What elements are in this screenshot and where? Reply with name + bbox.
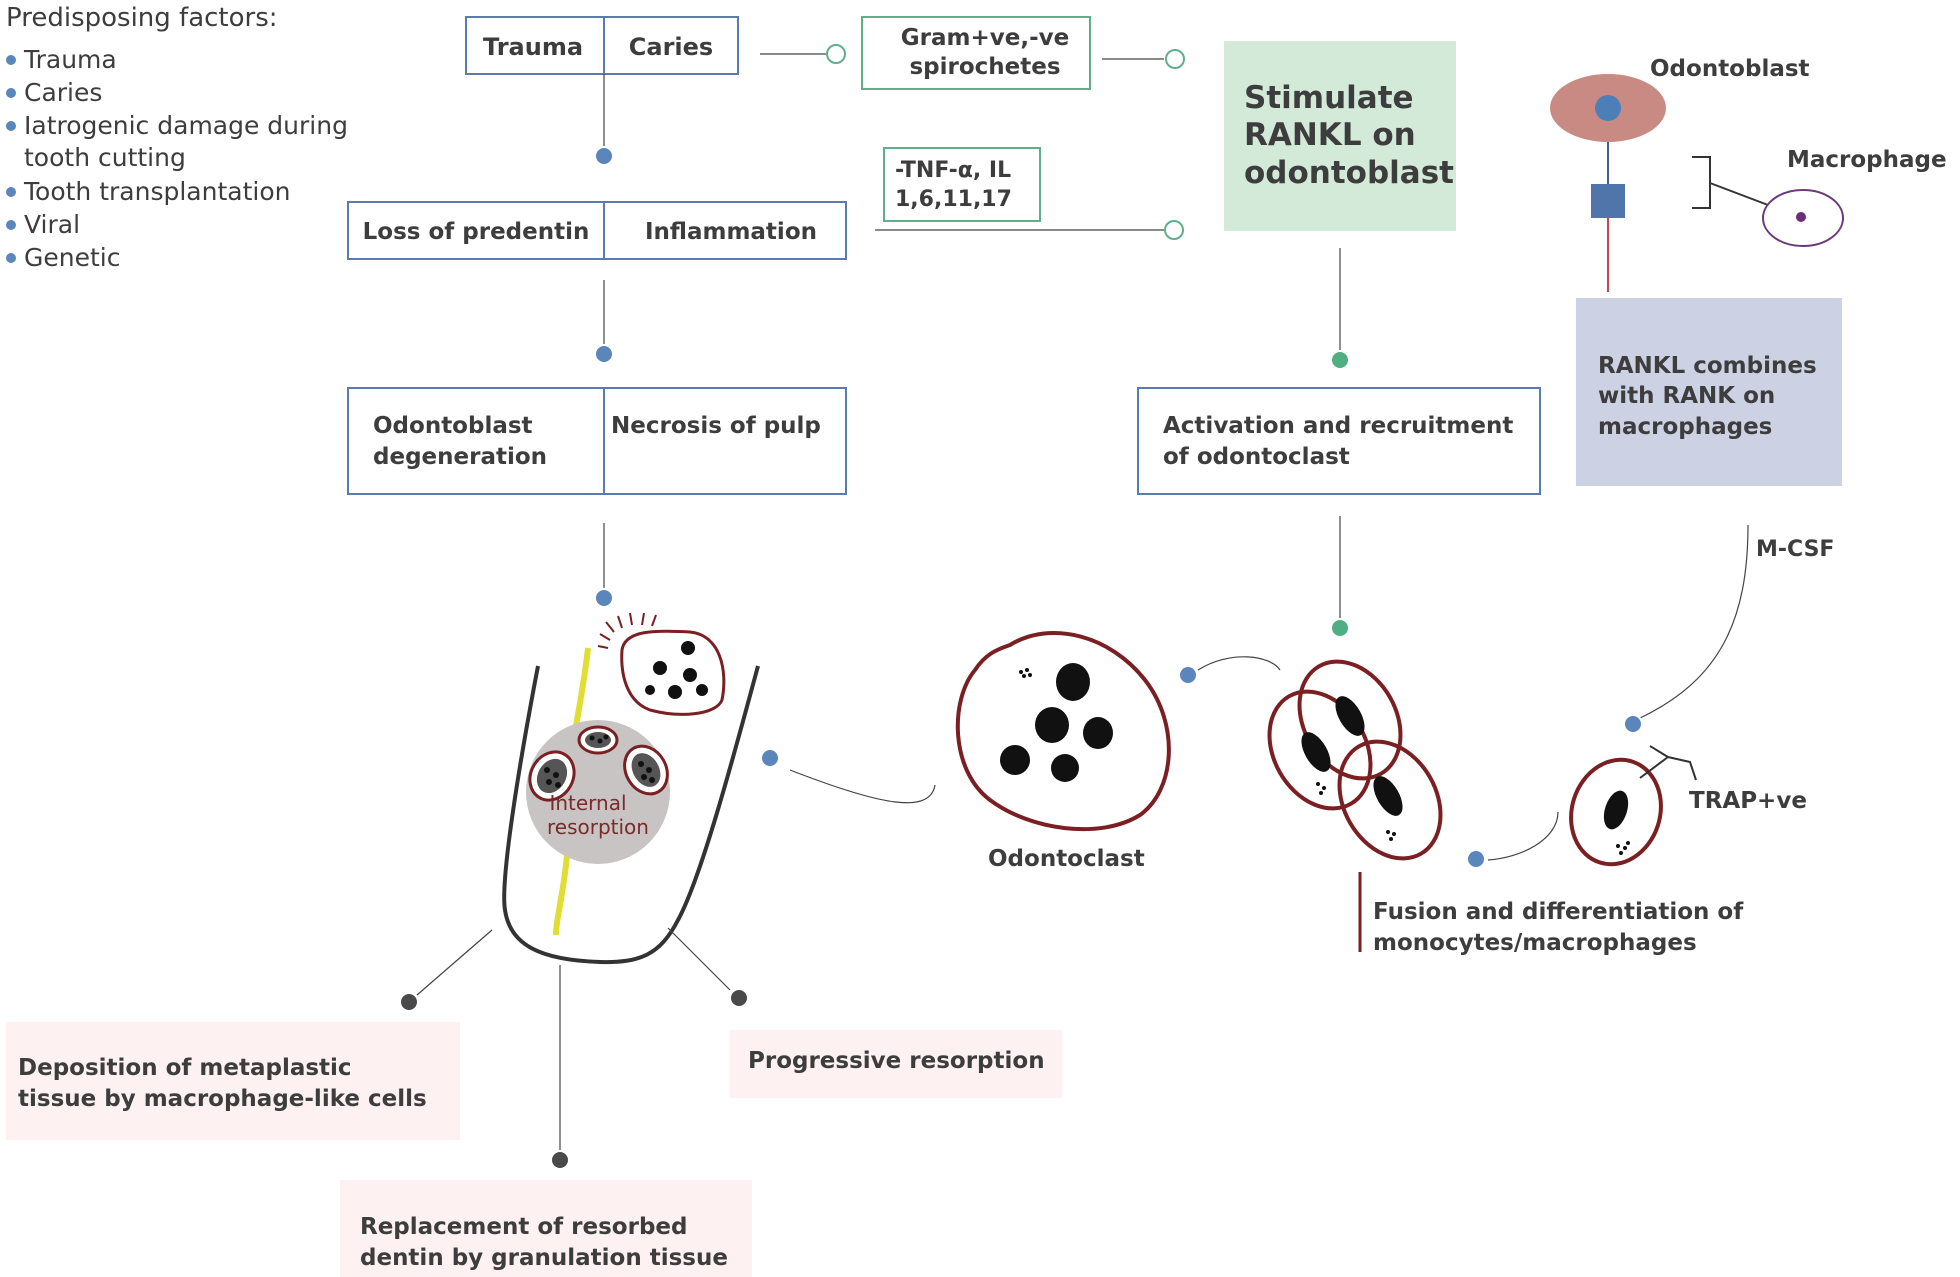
replacement-line2: dentin by granulation tissue [360, 1245, 728, 1271]
replacement-outcome-box: Replacement of resorbed dentin by granul… [340, 1180, 752, 1277]
loss-predentin-label: Loss of predentin [363, 219, 590, 245]
activation-recruitment-box: Activation and recruitment of odontoclas… [1137, 387, 1541, 495]
rankl-line1: RANKL combines [1598, 353, 1817, 379]
cytokine-box: -TNF-α, IL 1,6,11,17 [883, 147, 1041, 222]
bullet-icon [6, 220, 16, 230]
factor-item: Iatrogenic damage during [24, 111, 348, 140]
fusion-line1: Fusion and differentiation of [1373, 899, 1744, 925]
cytokine-line1: -TNF-α, IL [895, 158, 1011, 183]
trauma-caries-box: Trauma Caries [465, 16, 739, 75]
fusion-line2: monocytes/macrophages [1373, 930, 1697, 956]
connector-ring-icon [826, 44, 846, 64]
macrophage-cell: Macrophage [1692, 147, 1947, 247]
nucleus-icon [1595, 95, 1621, 121]
trap-label: TRAP+ve [1689, 788, 1807, 814]
factor-item: tooth cutting [24, 143, 186, 172]
connector-dot-icon [760, 748, 780, 768]
degeneration-necrosis-box: Odontoblast degeneration Necrosis of pul… [347, 387, 847, 495]
fusing-monocytes [1267, 659, 1443, 861]
factor-item: Trauma [23, 45, 117, 74]
factor-item: Tooth transplantation [23, 177, 290, 206]
tooth-internal-resorption: Internal resorption [502, 612, 760, 965]
predisposing-factors-list: Predisposing factors: Trauma Caries Iatr… [6, 3, 348, 272]
deposition-line1: Deposition of metaplastic [18, 1055, 352, 1081]
odontoclast-label: Odontoclast [988, 846, 1145, 872]
odonto-degeneration-line1: Odontoblast [373, 413, 533, 439]
stimulate-line3: odontoblast [1244, 155, 1454, 191]
necrosis-label: Necrosis of pulp [611, 413, 821, 439]
caries-label: Caries [629, 33, 713, 61]
stimulate-rankl-box: Stimulate RANKL on odontoblast [1224, 41, 1456, 231]
bullet-icon [6, 55, 16, 65]
connector-dot-icon [1330, 350, 1350, 370]
connector-dot-icon [399, 992, 419, 1012]
connector-ring-icon [1164, 220, 1184, 240]
activation-line2: of odontoclast [1163, 444, 1350, 470]
internal-resorption-line1: Internal [549, 791, 626, 815]
rankl-line2: with RANK on [1598, 383, 1775, 409]
internal-resorption-line2: resorption [547, 815, 649, 839]
connector-ring-icon [1165, 49, 1185, 69]
stimulate-line2: RANKL on [1244, 117, 1416, 153]
progressive-outcome-box: Progressive resorption [730, 1030, 1062, 1098]
factor-item: Viral [24, 210, 80, 239]
gram-label-line2: spirochetes [909, 54, 1060, 80]
connector-dot-icon [729, 988, 749, 1008]
macrophage-label: Macrophage [1787, 147, 1947, 173]
predisposing-title: Predisposing factors: [6, 3, 278, 33]
deposition-line2: tissue by macrophage-like cells [18, 1086, 427, 1112]
odonto-degeneration-line2: degeneration [373, 444, 547, 470]
connector-dot-icon [1330, 618, 1350, 638]
bullet-icon [6, 88, 16, 98]
odontoclast-cell: Odontoclast [955, 630, 1171, 872]
activation-line1: Activation and recruitment [1163, 413, 1513, 439]
gram-label-line1: Gram+ve,-ve [901, 25, 1069, 51]
progressive-label: Progressive resorption [748, 1048, 1045, 1074]
rankl-rank-box: RANKL combines with RANK on macrophages [1576, 298, 1842, 486]
rankl-receptor-icon [1591, 184, 1625, 218]
connector-dot-icon [594, 146, 614, 166]
stimulate-line1: Stimulate [1244, 80, 1414, 116]
connector-dot-icon [594, 344, 614, 364]
factor-item: Genetic [24, 243, 120, 272]
gram-spirochetes-box: Gram+ve,-ve spirochetes [861, 16, 1091, 90]
odontoblast-label: Odontoblast [1650, 56, 1810, 82]
deposition-outcome-box: Deposition of metaplastic tissue by macr… [6, 1022, 460, 1140]
replacement-line1: Replacement of resorbed [360, 1214, 687, 1240]
connector-dot-icon [1466, 849, 1486, 869]
predentin-inflammation-box: Loss of predentin Inflammation [347, 201, 847, 260]
bullet-icon [6, 121, 16, 131]
connector-dot-icon [1178, 665, 1198, 685]
trauma-label: Trauma [483, 33, 583, 61]
cytokine-line2: 1,6,11,17 [895, 187, 1012, 212]
bullet-icon [6, 253, 16, 263]
connector-dot-icon [550, 1150, 570, 1170]
factor-item: Caries [24, 78, 102, 107]
connector-dot-icon [1623, 714, 1643, 734]
inflammation-label: Inflammation [645, 219, 817, 245]
bullet-icon [6, 187, 16, 197]
odontoblast-cell: Odontoblast [1550, 56, 1810, 292]
connector-dot-icon [594, 588, 614, 608]
trap-positive-cell: TRAP+ve [1569, 745, 1807, 867]
mcsf-label: M-CSF [1756, 537, 1834, 562]
rankl-line3: macrophages [1598, 414, 1772, 440]
